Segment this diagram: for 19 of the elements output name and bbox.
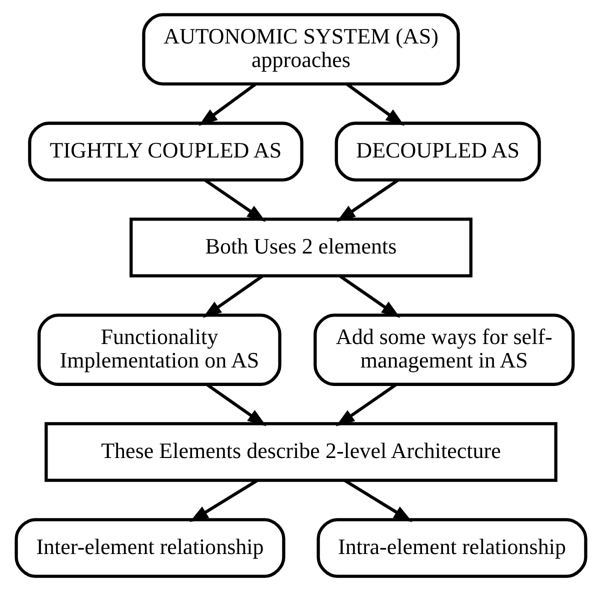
node-box: Add some ways for self-management in AS (314, 314, 575, 386)
node-box: DECOUPLED AS (334, 122, 541, 182)
arrow (336, 178, 400, 222)
arrow (206, 384, 266, 426)
node-box: Both Uses 2 elements (130, 218, 472, 278)
node-box: AUTONOMIC SYSTEM (AS) approaches (142, 13, 460, 86)
node-box: TIGHTLY COUPLED AS (28, 122, 304, 182)
arrow (339, 274, 400, 318)
node-box: Intra-element relationship (316, 518, 588, 578)
arrow (204, 178, 266, 222)
node-box: Inter-element relationship (14, 518, 286, 578)
node-box: Functionality Implementation on AS (38, 314, 282, 386)
arrow (344, 479, 412, 522)
node-box: These Elements describe 2-level Architecture (44, 422, 558, 482)
arrow (198, 83, 256, 126)
arrow (202, 274, 264, 318)
arrow (346, 83, 404, 126)
arrow (336, 383, 397, 426)
arrow (190, 479, 258, 522)
